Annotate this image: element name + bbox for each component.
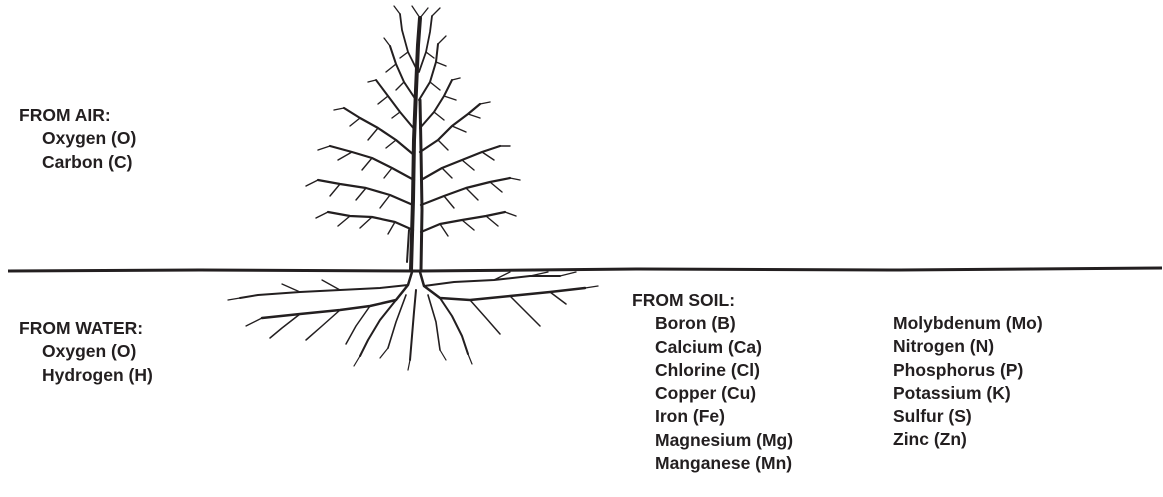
list-item: Molybdenum (Mo) — [893, 312, 1043, 335]
list-item: Copper (Cu) — [632, 382, 793, 405]
list-item: Zinc (Zn) — [893, 428, 1043, 451]
roots-icon — [228, 272, 598, 370]
list-item: Nitrogen (N) — [893, 335, 1043, 358]
list-item: Chlorine (Cl) — [632, 359, 793, 382]
from-air-heading: FROM AIR: — [19, 104, 136, 127]
list-item: Manganese (Mn) — [632, 452, 793, 475]
list-item: Oxygen (O) — [19, 340, 153, 363]
from-water-heading: FROM WATER: — [19, 317, 153, 340]
list-item: Carbon (C) — [19, 151, 136, 174]
from-soil-column-2: Molybdenum (Mo) Nitrogen (N) Phosphorus … — [893, 312, 1043, 452]
list-item: Potassium (K) — [893, 382, 1043, 405]
from-soil-heading: FROM SOIL: — [632, 289, 793, 312]
list-item: Oxygen (O) — [19, 127, 136, 150]
tree-icon — [306, 6, 520, 270]
from-water-block: FROM WATER: Oxygen (O) Hydrogen (H) — [19, 317, 153, 387]
from-air-block: FROM AIR: Oxygen (O) Carbon (C) — [19, 104, 136, 174]
list-item: Boron (B) — [632, 312, 793, 335]
list-item: Magnesium (Mg) — [632, 429, 793, 452]
ground-line — [8, 268, 1162, 271]
from-soil-block: FROM SOIL: Boron (B) Calcium (Ca) Chlori… — [632, 289, 793, 475]
list-item: Calcium (Ca) — [632, 336, 793, 359]
list-item: Phosphorus (P) — [893, 359, 1043, 382]
list-item: Sulfur (S) — [893, 405, 1043, 428]
list-item: Iron (Fe) — [632, 405, 793, 428]
list-item: Hydrogen (H) — [19, 364, 153, 387]
